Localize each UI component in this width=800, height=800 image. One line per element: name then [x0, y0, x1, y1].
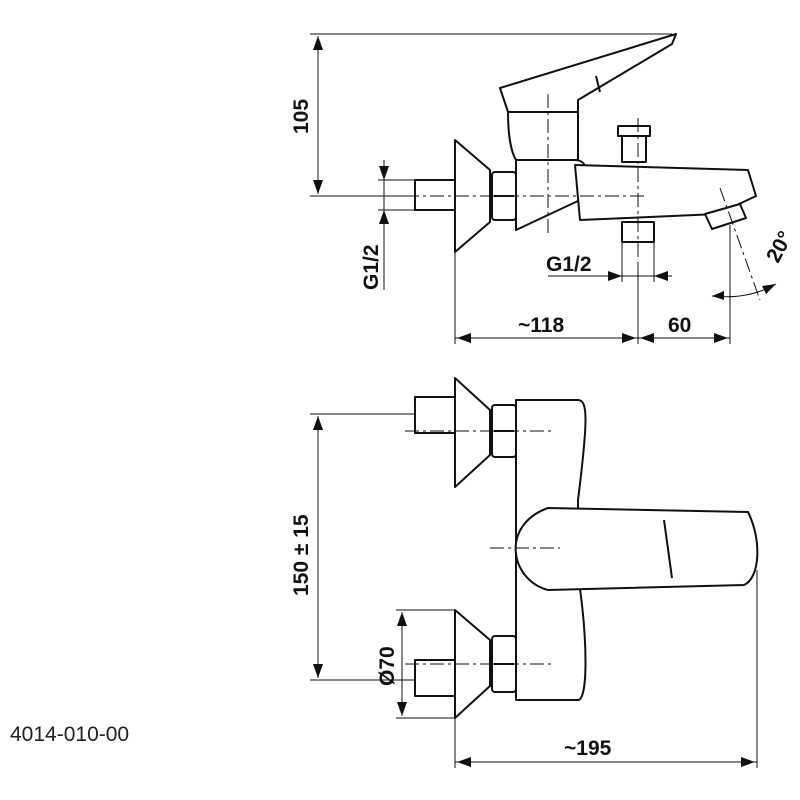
dim-inlet-thread-left: G1/2	[360, 244, 383, 290]
dim-spout-angle: 20°	[762, 228, 797, 267]
dim-body-to-outlet: ~118	[518, 314, 564, 337]
side-view: 105 G1/2 G1/2 ~118 60 20°	[290, 33, 797, 344]
dim-outlet-to-tip: 60	[668, 314, 691, 337]
dim-outlet-thread: G1/2	[546, 253, 592, 276]
dim-cover-diameter: Ø70	[376, 646, 399, 686]
dim-total-width: ~195	[564, 737, 612, 760]
product-code: 4014-010-00	[10, 723, 129, 746]
top-view: 150 ± 15 Ø70 ~195	[290, 377, 759, 768]
dim-spout-height: 105	[290, 99, 313, 134]
dim-inlet-spacing: 150 ± 15	[290, 514, 313, 596]
